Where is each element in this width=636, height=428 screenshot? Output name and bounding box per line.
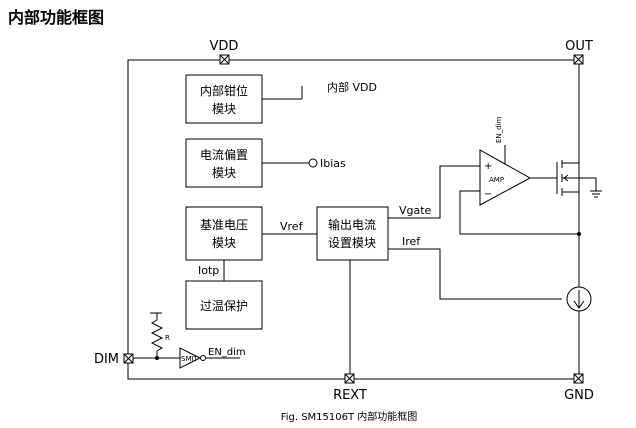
block-bias	[185, 138, 263, 188]
pin-dim: DIM	[94, 352, 134, 367]
wire-vgate	[388, 165, 480, 219]
block-output-setting-line2: 设置模块	[328, 236, 376, 250]
pin-dim-label: DIM	[94, 352, 119, 367]
iref-label: Iref	[402, 235, 421, 248]
block-clamp-line2: 模块	[212, 102, 236, 116]
amp-enable-label: EN_dim	[495, 116, 503, 143]
wire-feedback	[459, 190, 579, 235]
block-thermal	[185, 280, 263, 330]
pin-vdd: VDD	[210, 39, 239, 65]
vref-label: Vref	[280, 220, 304, 233]
schmitt-label: SMIT	[181, 355, 199, 363]
block-output-setting	[316, 206, 389, 261]
pin-gnd: GND	[564, 373, 594, 403]
wire-iref	[388, 248, 562, 300]
block-reference	[185, 206, 263, 261]
current-source-arrow	[573, 290, 585, 309]
pin-vdd-label: VDD	[210, 39, 239, 54]
block-clamp-line1: 内部钳位	[200, 83, 248, 98]
pullup-rail	[150, 312, 162, 320]
block-reference-line1: 基准电压	[200, 218, 248, 232]
ibias-label: Ibias	[320, 157, 346, 170]
en-dim-label: EN_dim	[208, 347, 246, 358]
amp-minus: −	[484, 189, 492, 200]
iotp-label: Iotp	[198, 264, 219, 277]
block-thermal-label: 过温保护	[200, 299, 248, 313]
vgate-label: Vgate	[399, 204, 432, 217]
internal-vdd-label: 内部 VDD	[327, 80, 377, 94]
amp-plus: +	[484, 161, 492, 172]
resistor-label: R	[165, 334, 170, 342]
page-title: 内部功能框图	[8, 8, 105, 27]
pin-out-label: OUT	[565, 39, 593, 54]
wire-clamp-out	[262, 86, 303, 100]
pin-gnd-label: GND	[564, 388, 594, 403]
schmitt-buffer	[179, 347, 202, 369]
amp-label: AMP	[489, 176, 504, 184]
block-reference-line2: 模块	[212, 236, 236, 250]
pin-rext: REXT	[333, 373, 367, 403]
pin-rext-label: REXT	[333, 388, 367, 403]
figure-caption: Fig. SM15106T 内部功能框图	[281, 410, 418, 423]
junction-feedback	[577, 232, 581, 236]
ibias-terminal	[308, 158, 318, 168]
mosfet	[556, 160, 602, 198]
block-clamp	[185, 74, 263, 124]
block-bias-line1: 电流偏置	[200, 147, 248, 162]
block-bias-line2: 模块	[212, 166, 236, 180]
resistor	[150, 319, 164, 358]
block-output-setting-line1: 输出电流	[328, 217, 376, 232]
schmitt-inverter-bubble	[200, 355, 206, 361]
